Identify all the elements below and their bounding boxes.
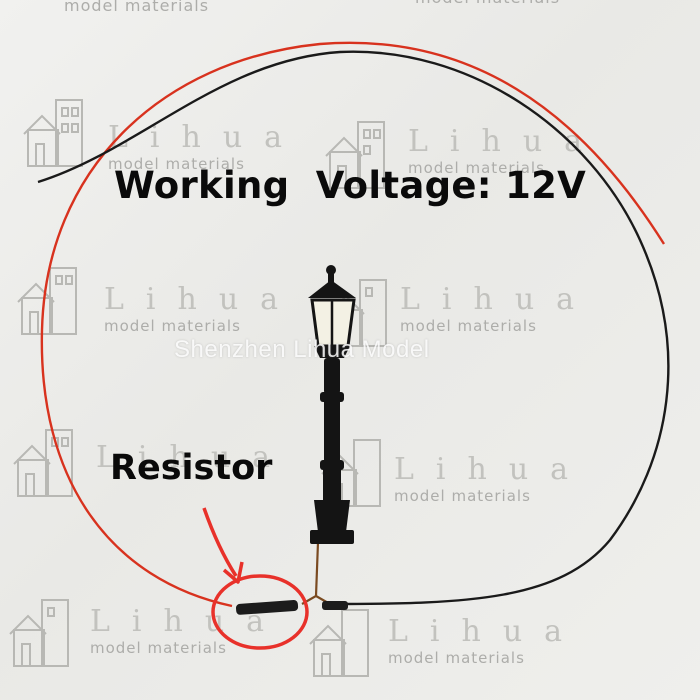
resistor-body	[235, 600, 299, 615]
watermark-tile: Lihua model materials	[394, 452, 591, 505]
credit-watermark: Shenzhen Lihua Model	[174, 336, 430, 363]
black-wire	[37, 50, 670, 606]
house-watermark-icon	[23, 99, 83, 167]
lamp-post-icon	[308, 265, 356, 544]
resistor-highlight-circle	[211, 574, 309, 650]
house-watermark-icon	[325, 121, 385, 189]
house-watermark-icon	[309, 609, 369, 677]
watermark-tile: Lihua model materials	[388, 614, 585, 667]
watermark-tile: Lihua	[96, 440, 293, 475]
house-watermark-icon	[13, 429, 73, 497]
lamp-lead-wire	[301, 541, 320, 605]
voltage-title: Working Voltage: 12V	[114, 164, 587, 207]
watermark-tile: Lihua model materials	[108, 120, 305, 173]
watermark-tile: Lihua model materials	[400, 282, 597, 335]
house-watermark-icon	[9, 599, 69, 667]
house-watermark-icon	[17, 267, 77, 335]
red-wire	[40, 41, 666, 608]
watermark-tile: Lihua model materials	[90, 604, 287, 657]
arrow-icon	[202, 507, 238, 577]
wire-sleeve	[322, 601, 348, 610]
arrow-head-icon	[222, 561, 244, 584]
watermark-tile: model materials	[64, 0, 210, 15]
resistor-label: Resistor	[110, 448, 273, 488]
watermark-tile: Lihua model materials	[104, 282, 301, 335]
watermark-tile: model materials	[415, 0, 560, 7]
watermark-tile: Lihua model materials	[408, 124, 605, 177]
